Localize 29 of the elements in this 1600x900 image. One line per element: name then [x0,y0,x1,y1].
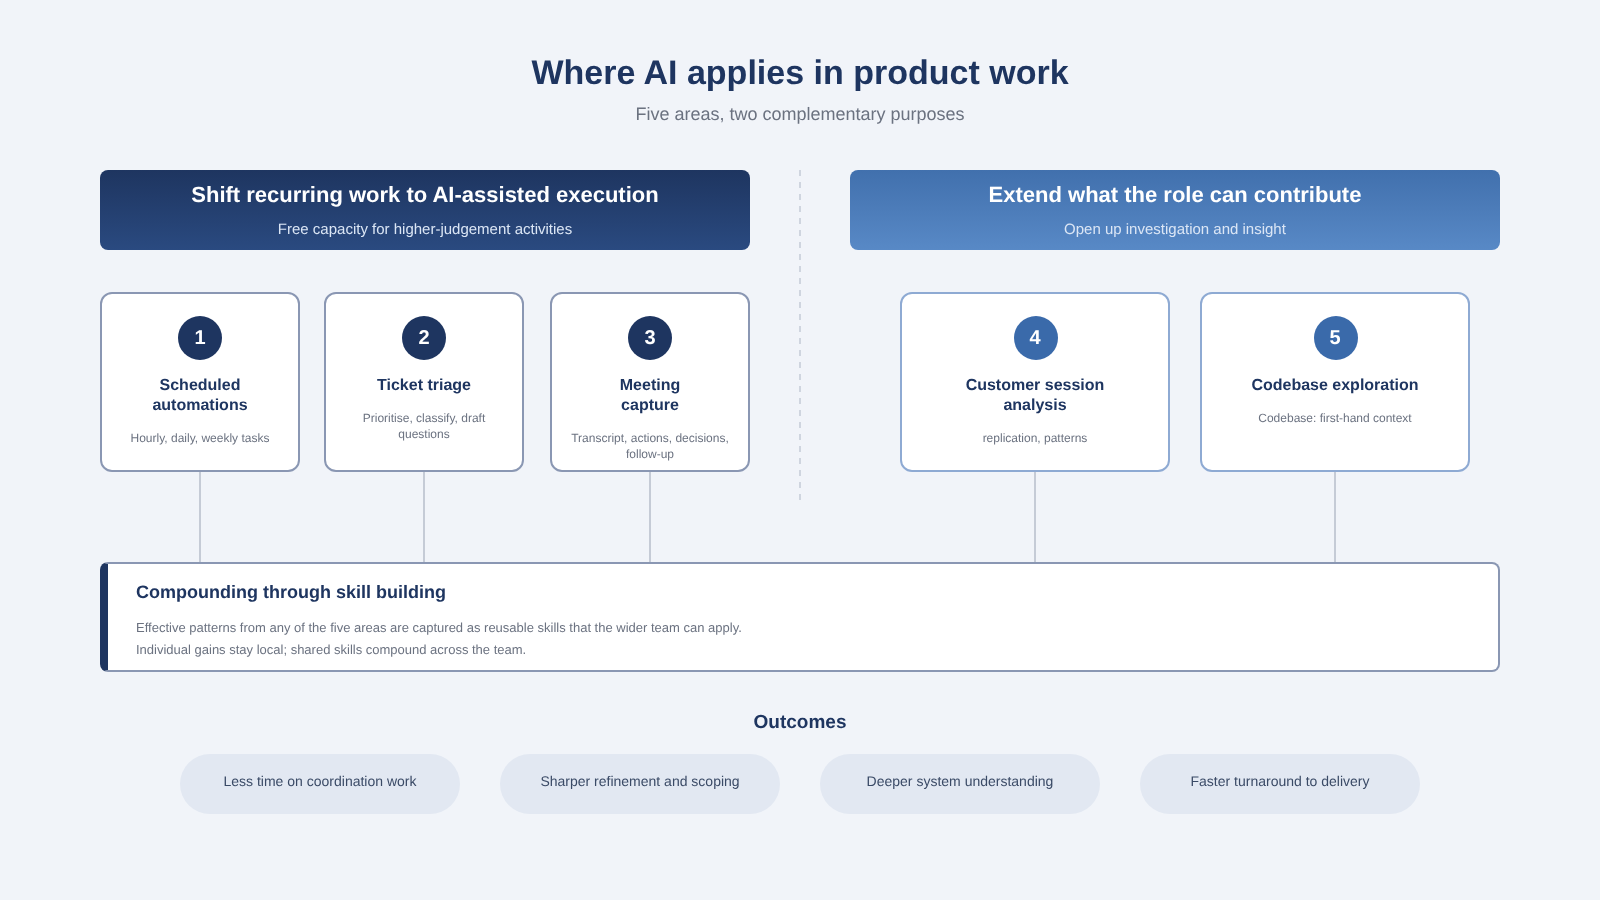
number-badge: 1 [178,316,222,360]
card-title: Meeting capture [617,376,683,416]
connector-line [423,471,425,563]
area-card [550,292,750,472]
header-title: Shift recurring work to AI-assisted execution [191,182,659,213]
area-card [900,292,1170,472]
section-header [850,170,1500,250]
connector-line [1034,471,1036,563]
connector-line [1334,471,1336,563]
card-title: Customer session analysis [963,376,1107,416]
header-title: Extend what the role can contribute [988,182,1362,213]
connector-line [649,471,651,563]
panel-heading: Compounding through skill building [136,580,448,606]
number-badge: 4 [1013,316,1057,360]
number-badge: 5 [1313,316,1357,360]
diagram-title: Where AI applies in product work [529,52,1071,96]
card-title: Codebase exploration [1249,376,1421,396]
section-header [100,170,750,250]
subtitle: Five areas, two complementary purposes [633,102,967,128]
area-card [1200,292,1470,472]
area-card [324,292,524,472]
card-title: Scheduled automations [150,376,250,416]
section-heading: Outcomes [751,710,849,738]
summary-panel [100,562,1500,672]
card-title: Ticket triage [375,376,473,396]
number-badge: 2 [402,316,446,360]
area-card [100,292,300,472]
connector-line [199,471,201,563]
number-badge: 3 [628,316,672,360]
